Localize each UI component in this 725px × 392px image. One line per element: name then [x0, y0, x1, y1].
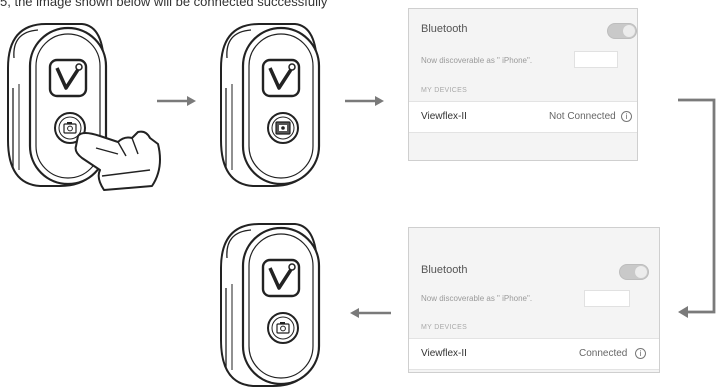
device-row[interactable]: Viewflex-II Connected i [409, 338, 659, 370]
remote-connected [213, 218, 328, 392]
instruction-caption: 5, the image shown below will be connect… [0, 0, 328, 9]
device-name: Viewflex-II [421, 348, 467, 359]
v-logo-icon [261, 58, 301, 98]
v-logo-icon [261, 258, 301, 298]
pointing-hand-icon [74, 130, 161, 191]
my-devices-header: MY DEVICES [421, 87, 468, 94]
bluetooth-toggle[interactable] [607, 23, 637, 39]
device-row[interactable]: Viewflex-II Not Connected i [409, 101, 637, 133]
discoverable-text: Now discoverable as " iPhone". [421, 56, 533, 65]
camera-icon [63, 122, 77, 134]
arrow-icon [345, 95, 385, 107]
remote-pressed [0, 18, 165, 193]
bluetooth-label: Bluetooth [421, 23, 468, 35]
device-name-box [584, 290, 630, 307]
bluetooth-label: Bluetooth [421, 264, 468, 276]
bluetooth-toggle[interactable] [619, 264, 649, 280]
device-name: Viewflex-II [421, 111, 467, 122]
connector-arrow [676, 90, 725, 322]
bluetooth-settings-screen-2: Bluetooth Now discoverable as " iPhone".… [408, 227, 660, 373]
v-logo-icon [48, 58, 88, 98]
device-status: Not Connected [549, 111, 616, 122]
device-name-box [574, 51, 618, 68]
info-icon[interactable]: i [621, 111, 632, 122]
device-status: Connected [579, 348, 628, 359]
arrow-icon [349, 307, 391, 319]
discoverable-text: Now discoverable as " iPhone". [421, 294, 533, 303]
remote-led-on [213, 18, 328, 193]
info-icon[interactable]: i [635, 348, 646, 359]
my-devices-header: MY DEVICES [421, 324, 468, 331]
camera-icon [276, 322, 290, 334]
bluetooth-settings-screen-1: Bluetooth Now discoverable as " iPhone".… [408, 8, 638, 161]
arrow-icon [157, 95, 197, 107]
camera-icon [275, 121, 291, 135]
